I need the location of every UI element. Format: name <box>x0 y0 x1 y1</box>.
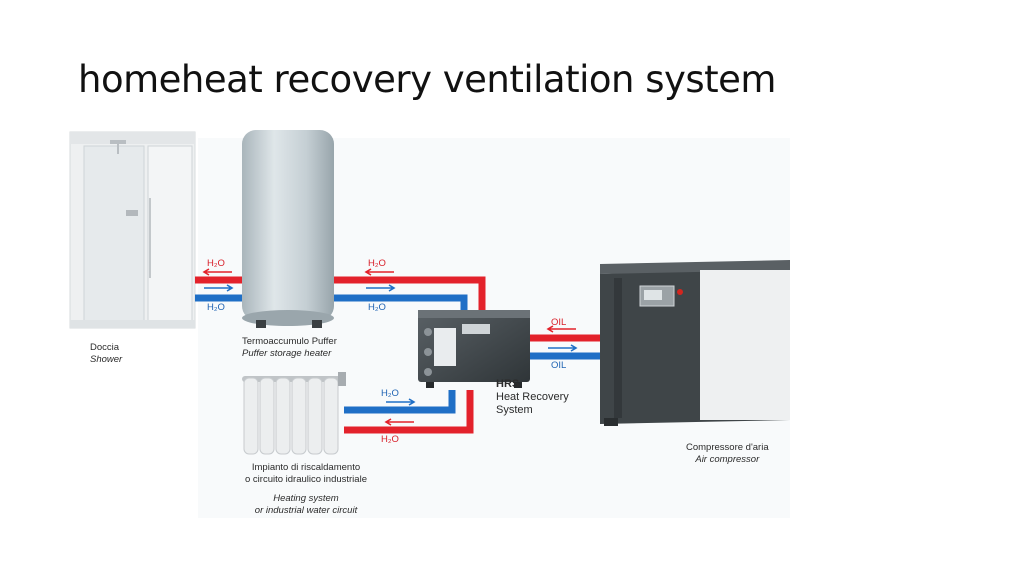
shower-label: Doccia Shower <box>90 342 122 366</box>
heating-label: Impianto di riscaldamento o circuito idr… <box>226 462 386 517</box>
shower-label-it: Doccia <box>90 342 120 353</box>
heating-label-en-1: Heating system <box>273 493 339 504</box>
puffer-label-it: Termoaccumulo Puffer <box>242 336 337 347</box>
heating-label-it-2: o circuito idraulico industriale <box>245 474 367 485</box>
puffer-label: Termoaccumulo Puffer Puffer storage heat… <box>242 336 337 360</box>
puffer-label-en: Puffer storage heater <box>242 348 332 359</box>
compressor-label-en: Air compressor <box>695 454 760 465</box>
slide-title: homeheat recovery ventilation system <box>78 58 776 101</box>
shower-label-en: Shower <box>90 354 123 365</box>
flow-label-puffer-cold: H₂O <box>368 302 386 313</box>
hrs-label-line1: Heat Recovery <box>496 391 569 403</box>
diagram-graphics <box>69 130 790 518</box>
flow-arrows <box>202 268 578 426</box>
compressor-label: Compressore d'aria Air compressor <box>686 442 769 466</box>
flow-label-shower-cold: H₂O <box>207 302 225 313</box>
flow-label-oil-hot: OIL <box>551 317 567 328</box>
hrs-unit-illustration <box>418 310 530 388</box>
flow-label-heating-hot: H₂O <box>381 434 399 445</box>
air-compressor-illustration <box>600 260 790 426</box>
heating-label-en-2: or industrial water circuit <box>254 505 358 516</box>
radiator-illustration <box>242 372 346 455</box>
hrs-label-abbr: HRS <box>496 378 520 390</box>
flow-label-heating-cold: H₂O <box>381 388 399 399</box>
hrs-label-line2: System <box>496 404 533 416</box>
flow-label-shower-hot: H₂O <box>207 258 225 269</box>
hrs-diagram: H₂O H₂O H₂O H₂O OIL OIL H₂O H₂O Doccia S… <box>68 128 790 520</box>
flow-label-puffer-hot: H₂O <box>368 258 386 269</box>
flow-label-oil-cold: OIL <box>551 360 567 371</box>
puffer-tank-illustration <box>242 130 334 328</box>
compressor-label-it: Compressore d'aria <box>686 442 769 453</box>
shower-illustration <box>69 131 196 329</box>
heating-label-it-1: Impianto di riscaldamento <box>251 462 361 473</box>
hrs-label: HRS Heat Recovery System <box>496 378 569 417</box>
